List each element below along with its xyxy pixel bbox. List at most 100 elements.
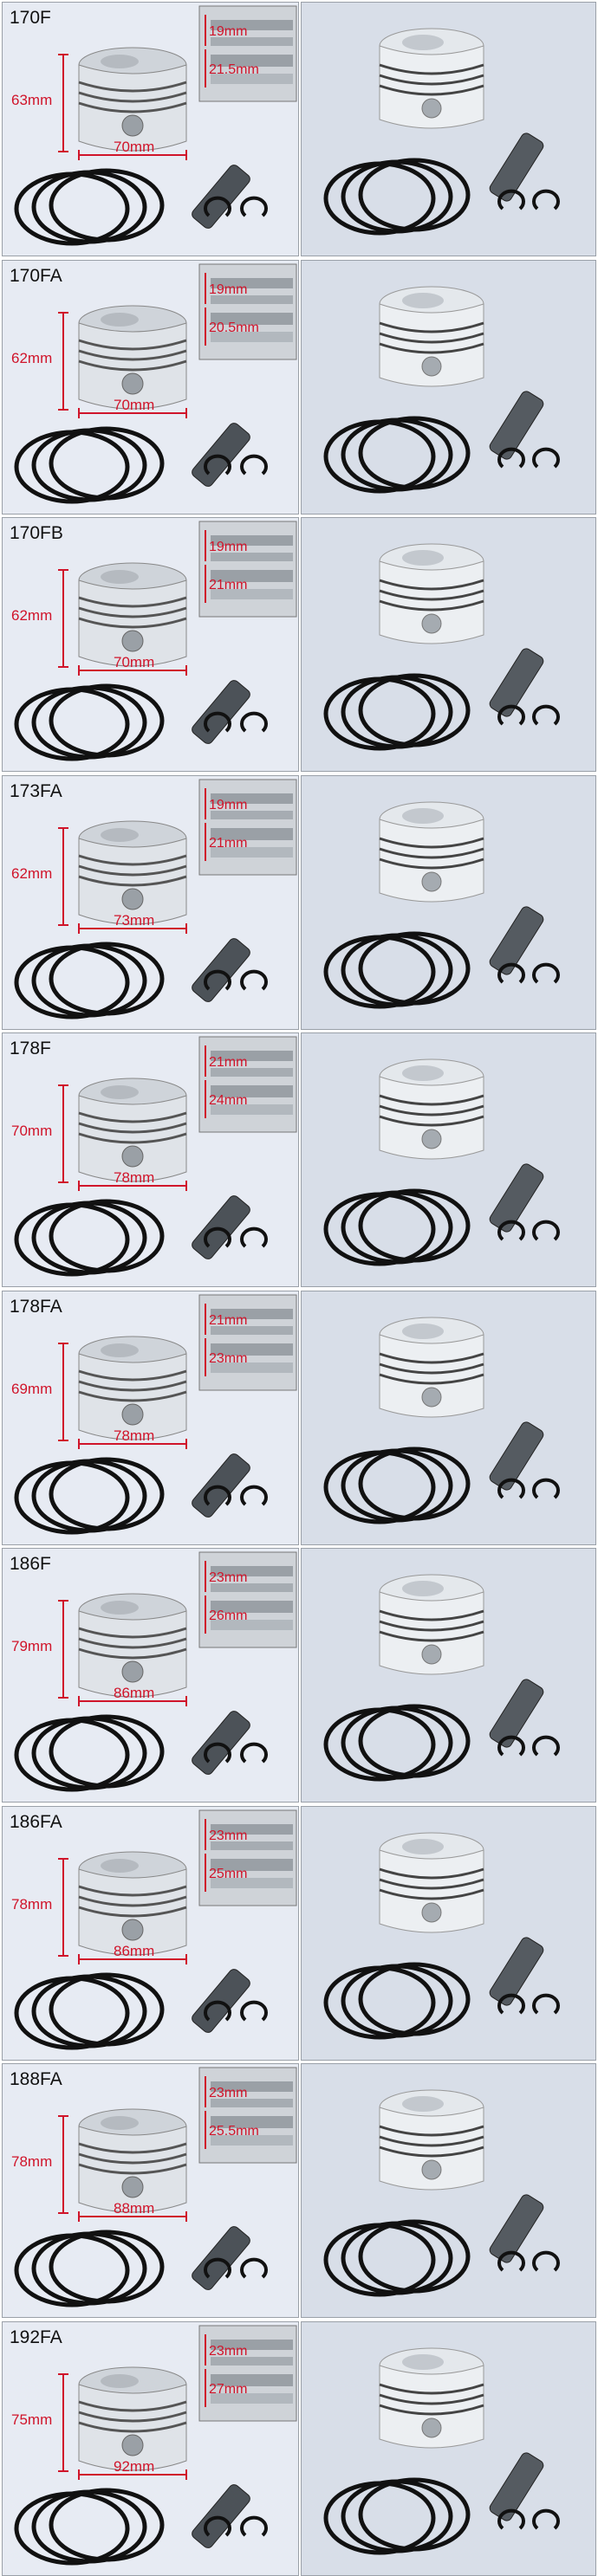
- circlips-photo: [497, 1735, 560, 1757]
- piston-kit-row-173fa: 19mm 21mm 62mm: [0, 775, 598, 1030]
- ring-groove-inset: 21mm 24mm: [198, 1036, 297, 1133]
- piston-kit-row-170f: 19mm 21.5mm 63mm: [0, 2, 598, 256]
- model-number: 188FA: [10, 2069, 62, 2089]
- piston-photo: [379, 1317, 484, 1418]
- wrist-pin: [192, 2226, 250, 2290]
- piston-diameter-dimension: 88mm: [114, 2200, 154, 2217]
- dimension-photo: 21mm 23mm 69mm: [11, 1294, 297, 1535]
- ring-top-dimension: 19mm: [209, 282, 247, 297]
- piston-height-dimension: 75mm: [11, 2411, 52, 2428]
- wrist-pin-photo: [489, 2194, 544, 2263]
- dimension-lines: 63mm 70mm: [11, 54, 187, 160]
- piston-rings-photo: [323, 1704, 471, 1782]
- wrist-pin-photo: [489, 391, 544, 460]
- product-photo-panel: [301, 2321, 596, 2576]
- wrist-pin-photo: [489, 133, 544, 202]
- ring-top-dimension: 23mm: [209, 2086, 247, 2100]
- model-number: 173FA: [10, 781, 62, 801]
- piston-rings: [14, 1199, 165, 1277]
- piston-rings: [14, 683, 165, 761]
- piston-photo: [379, 2089, 484, 2191]
- piston-kit-row-170fb: 19mm 21mm 62mm: [0, 517, 598, 772]
- piston-diameter-dimension: 78mm: [114, 1169, 154, 1186]
- model-number: 170FA: [10, 266, 62, 286]
- wrist-pin: [192, 1453, 250, 1518]
- dimension-photo: 21mm 24mm 70mm: [11, 1036, 297, 1277]
- piston-height-dimension: 78mm: [11, 2153, 52, 2170]
- ring-bottom-dimension: 21mm: [209, 578, 247, 592]
- ring-bottom-dimension: 25mm: [209, 1867, 247, 1881]
- circlips: [204, 2257, 268, 2279]
- ring-bottom-dimension: 26mm: [209, 1608, 247, 1623]
- dimension-lines: 69mm 78mm: [11, 1343, 187, 1449]
- piston-kit-row-188fa: 23mm 25.5mm 78mm: [0, 2063, 598, 2318]
- piston-diameter-dimension: 70mm: [114, 654, 154, 670]
- piston: [78, 1593, 187, 1698]
- product-photo-panel: [301, 1806, 596, 2061]
- piston-photo: [379, 1574, 484, 1675]
- piston-kit-row-170fa: 19mm 20.5mm 62mm: [0, 260, 598, 515]
- piston-rings-photo: [323, 1962, 471, 2040]
- piston: [78, 2366, 187, 2471]
- ring-top-dimension: 21mm: [209, 1313, 247, 1328]
- piston-height-dimension: 70mm: [11, 1123, 52, 1139]
- circlips: [204, 196, 268, 217]
- piston-photo: [379, 543, 484, 644]
- piston-diameter-dimension: 86mm: [114, 1685, 154, 1701]
- piston-photo: [379, 801, 484, 903]
- piston-rings-photo: [323, 673, 471, 751]
- product-photo-panel: [301, 1032, 596, 1287]
- dimension-lines: 62mm 70mm: [11, 312, 187, 418]
- ring-bottom-dimension: 24mm: [209, 1093, 247, 1108]
- ring-groove-inset: 19mm 21.5mm: [198, 5, 297, 102]
- piston-height-dimension: 62mm: [11, 350, 52, 366]
- dimension-photo: 23mm 25.5mm 78mm: [11, 2067, 297, 2307]
- ring-top-dimension: 19mm: [209, 24, 247, 39]
- model-number: 192FA: [10, 2327, 62, 2347]
- product-photo: [323, 286, 560, 494]
- ring-groove-inset: 23mm 27mm: [198, 2325, 297, 2422]
- dimension-photo: 19mm 21.5mm 63mm: [11, 5, 297, 246]
- piston-rings: [14, 1714, 165, 1792]
- dimension-photo-panel: 21mm 24mm 70mm: [2, 1032, 299, 1287]
- piston-rings: [14, 426, 165, 504]
- piston-kit-row-186f: 23mm 26mm 79mm: [0, 1548, 598, 1803]
- piston-rings: [14, 942, 165, 1019]
- dimension-lines: 62mm 70mm: [11, 569, 187, 676]
- piston: [78, 305, 187, 410]
- dimension-photo-panel: 23mm 26mm 79mm: [2, 1548, 299, 1803]
- dimension-lines: 78mm 86mm: [11, 1858, 187, 1964]
- wrist-pin: [192, 1195, 250, 1259]
- wrist-pin-photo: [489, 1421, 544, 1491]
- product-photo-panel: [301, 775, 596, 1030]
- ring-top-dimension: 23mm: [209, 1570, 247, 1585]
- dimension-lines: 79mm 86mm: [11, 1600, 187, 1706]
- ring-groove-inset: 19mm 20.5mm: [198, 263, 297, 360]
- piston-rings: [14, 2488, 165, 2566]
- ring-bottom-dimension: 25.5mm: [209, 2124, 259, 2139]
- wrist-pin: [192, 165, 250, 229]
- piston-photo: [379, 2347, 484, 2449]
- ring-top-dimension: 21mm: [209, 1055, 247, 1070]
- circlips-photo: [497, 962, 560, 984]
- circlips: [204, 1227, 268, 1248]
- piston: [78, 2108, 187, 2213]
- dimension-photo-panel: 23mm 25mm 78mm: [2, 1806, 299, 2061]
- piston-diameter-dimension: 70mm: [114, 139, 154, 155]
- product-photo: [323, 1317, 560, 1524]
- dimension-photo: 23mm 27mm 75mm: [11, 2325, 297, 2566]
- circlips-photo: [497, 1478, 560, 1499]
- circlips: [204, 969, 268, 991]
- ring-groove-inset: 23mm 25mm: [198, 1809, 297, 1906]
- product-photo: [323, 28, 560, 236]
- ring-bottom-dimension: 27mm: [209, 2382, 247, 2397]
- circlips: [204, 2515, 268, 2537]
- circlips-photo: [497, 1993, 560, 2015]
- wrist-pin-photo: [489, 1163, 544, 1233]
- dimension-photo-panel: 19mm 20.5mm 62mm: [2, 260, 299, 515]
- circlips-photo: [497, 2250, 560, 2272]
- wrist-pin: [192, 2484, 250, 2548]
- piston-kit-row-178fa: 21mm 23mm 69mm: [0, 1291, 598, 1545]
- model-number: 178F: [10, 1039, 51, 1058]
- circlips-photo: [497, 2508, 560, 2530]
